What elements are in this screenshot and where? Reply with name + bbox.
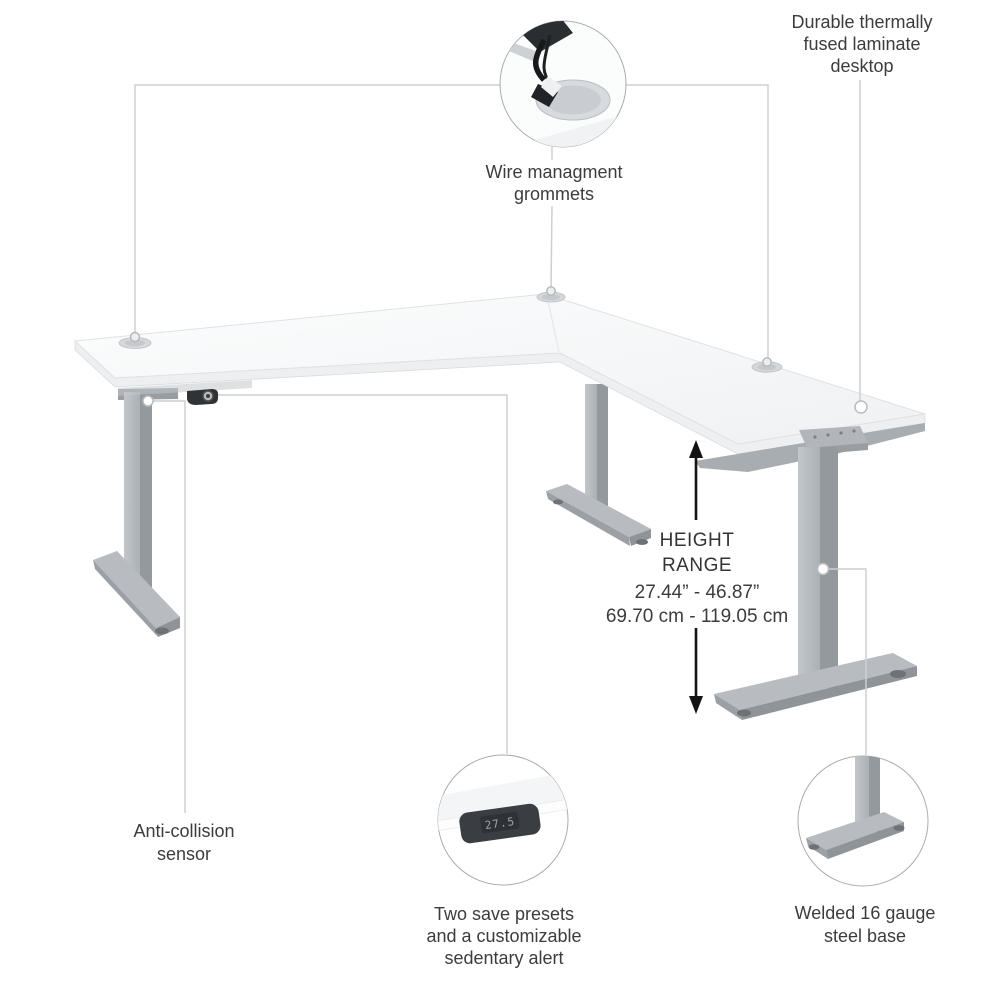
wire-grommets-label-line2: grommets [513, 184, 594, 204]
grommet-icon [536, 286, 566, 303]
wire-grommet-inset [499, 20, 627, 148]
control-keypad-label: Two save presets and a customizable sede… [426, 903, 581, 969]
height-range-values: 27.44” - 46.87” 69.70 cm - 119.05 cm [606, 581, 788, 629]
callout-line-keypad [212, 394, 508, 754]
steel-base-inset [797, 755, 929, 887]
callout-line-wire-grommets-lower [550, 147, 553, 292]
laminate-desktop-label-line3: desktop [830, 56, 894, 76]
keypad-display-value: 27.5 [484, 815, 516, 832]
height-range-heading-line2: RANGE [661, 555, 733, 576]
grommet-cable-clip [541, 76, 562, 97]
leg-glide [636, 539, 648, 545]
grommet-icon [751, 357, 783, 373]
desk-surface-in-inset [438, 772, 568, 821]
up-arrow-icon [689, 440, 703, 458]
callout-line-anti-collision [153, 400, 186, 813]
right-desk-leg [714, 426, 917, 720]
callout-line-steel-base [828, 568, 867, 755]
height-range-heading-line1: HEIGHT [659, 530, 735, 551]
marker-anti-collision [142, 395, 154, 407]
control-keypad-label-line3: sedentary alert [444, 948, 564, 968]
leg-glide [155, 627, 169, 635]
steel-base-icon [806, 756, 905, 859]
laminate-desktop-label-line1: Durable thermally [791, 12, 933, 32]
control-keypad-label-line2: and a customizable [426, 926, 582, 946]
grommet-icon [118, 331, 152, 349]
anti-collision-label-line2: sensor [156, 844, 212, 864]
wire-grommets-label-line1: Wire managment [485, 162, 623, 182]
keypad-icon: 27.5 [459, 803, 541, 844]
height-range-heading: HEIGHT RANGE [660, 528, 735, 578]
left-desk-leg [93, 388, 180, 637]
laptop-icon [506, 21, 573, 52]
height-range-arrows [689, 440, 703, 714]
steel-base-label-line1: Welded 16 gauge [794, 903, 936, 923]
down-arrow-icon [689, 696, 703, 714]
keypad-inset: 27.5 [437, 754, 569, 886]
marker-steel-base [816, 562, 830, 576]
anti-collision-sensor-icon [187, 389, 218, 405]
control-keypad-label-line1: Two save presets [433, 904, 575, 924]
wire-grommets-label: Wire managment grommets [485, 161, 622, 205]
down-arrow-shaft [694, 628, 698, 697]
anti-collision-label: Anti-collision sensor [133, 820, 234, 866]
leg-glide [890, 670, 906, 678]
desktop-surface [73, 293, 926, 445]
cable-icon [533, 38, 547, 82]
l-shaped-desktop [73, 293, 926, 472]
laminate-desktop-label: Durable thermally fused laminate desktop [791, 11, 932, 77]
up-arrow-shaft [694, 455, 698, 520]
desktop-grommets [118, 286, 783, 373]
steel-base-label-line2: steel base [823, 926, 907, 946]
anti-collision-label-line1: Anti-collision [133, 821, 235, 841]
callout-line-wire-grommets [134, 84, 769, 362]
laminate-desktop-label-line2: fused laminate [803, 34, 921, 54]
leg-glide [553, 499, 563, 505]
marker-desktop [854, 400, 868, 414]
steel-base-label: Welded 16 gauge steel base [795, 902, 936, 948]
height-range-cm: 69.70 cm - 119.05 cm [605, 606, 789, 627]
height-range-inches: 27.44” - 46.87” [634, 582, 760, 603]
callout-lines [134, 80, 867, 813]
middle-desk-leg [546, 384, 651, 546]
desktop-corner-seam [546, 295, 560, 353]
leg-glide [737, 709, 751, 717]
callout-markers [142, 395, 868, 576]
